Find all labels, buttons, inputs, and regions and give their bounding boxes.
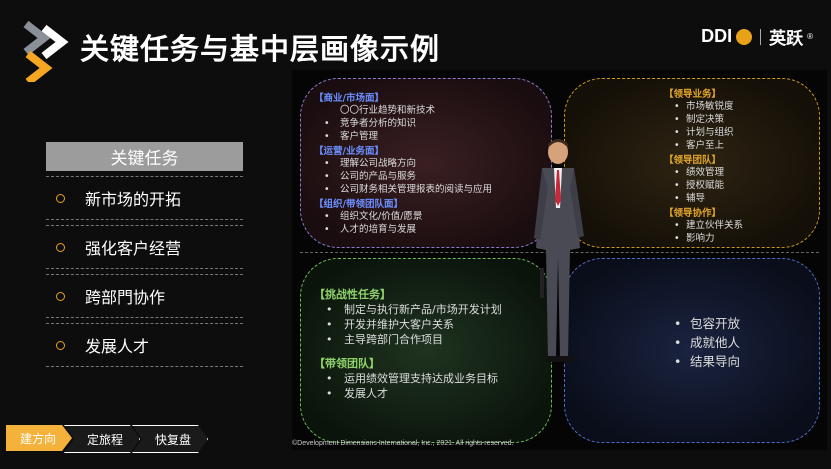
logo-cn-text: 英跃 xyxy=(769,29,804,48)
list-item: 开发并维护大客户关系 xyxy=(314,317,502,332)
logo-divider xyxy=(760,28,762,45)
experience-quadrant xyxy=(300,258,552,443)
circle-bullet-icon xyxy=(56,340,65,350)
list-item: 发展人才 xyxy=(46,323,243,367)
list-item: 市场敏锐度 xyxy=(674,100,743,113)
list-item: 客户管理 xyxy=(314,130,492,143)
traits-text: 包容开放 成就他人 结果导向 xyxy=(674,314,740,371)
list-item: 运用绩效管理支持达成业务目标 xyxy=(314,371,502,386)
list-item: 成就他人 xyxy=(674,333,740,352)
task-label: 跨部門协作 xyxy=(85,288,166,307)
list-item: 发展人才 xyxy=(314,386,502,401)
list-item: 公司财务相关管理报表的阅读与应用 xyxy=(314,183,492,196)
list-item: 制定与执行新产品/市场开发计划 xyxy=(314,302,502,317)
list-item: 公司的产品与服务 xyxy=(314,170,492,183)
list-item: 主导跨部门合作项目 xyxy=(314,332,502,347)
section-heading: 【运营/业务面】 xyxy=(314,146,384,157)
section-heading: 【带领团队】 xyxy=(314,357,380,370)
list-item: 新市场的开拓 xyxy=(46,176,243,220)
task-label: 发展人才 xyxy=(85,337,150,356)
list-item: 计划与组织 xyxy=(674,126,743,139)
logo-ddi-text: DDI xyxy=(701,26,733,46)
task-label: 强化客户经营 xyxy=(85,239,182,258)
businessman-illustration xyxy=(534,139,584,362)
section-heading: 【领导团队】 xyxy=(664,155,722,166)
list-item: 客户至上 xyxy=(674,139,743,152)
section-heading: 【领导协作】 xyxy=(664,208,722,219)
task-label: 新市场的开拓 xyxy=(85,190,182,209)
section-heading: 【领导业务】 xyxy=(664,89,722,100)
page-title: 关键任务与基中层画像示例 xyxy=(80,32,441,66)
list-item: 绩效管理 xyxy=(674,166,743,179)
list-item: 包容开放 xyxy=(674,314,740,333)
profile-panel: 【商业/市场面】 〇〇行业趋势和新技术 竞争者分析的知识 客户管理 【运营/业务… xyxy=(292,70,827,450)
nav-step-journey[interactable]: 定旅程 xyxy=(64,425,140,453)
list-item: 组织文化/价值/愿景 xyxy=(314,210,492,223)
list-item: 跨部門协作 xyxy=(46,274,243,318)
key-tasks-header: 关键任务 xyxy=(46,142,243,171)
list-item: 结果导向 xyxy=(674,352,740,371)
list-item: 影响力 xyxy=(674,232,743,245)
circle-bullet-icon xyxy=(56,242,65,252)
list-item: 建立伙伴关系 xyxy=(674,219,743,232)
chevron-logo-icon xyxy=(23,20,69,82)
section-heading: 【组织/带领团队面】 xyxy=(314,199,403,210)
experience-text: 【挑战性任务】 制定与执行新产品/市场开发计划 开发并维护大客户关系 主导跨部门… xyxy=(314,286,502,401)
list-item: 〇〇行业趋势和新技术 xyxy=(340,105,436,116)
nav-step-direction[interactable]: 建方向 xyxy=(6,425,72,451)
list-item: 授权赋能 xyxy=(674,179,743,192)
process-nav: 建方向 定旅程 快复盘 xyxy=(6,425,200,453)
brand-logo: DDI 英跃 ® xyxy=(701,24,813,49)
key-tasks-list: 关键任务 新市场的开拓 强化客户经营 跨部門协作 发展人才 xyxy=(46,142,243,367)
list-item: 理解公司战略方向 xyxy=(314,157,492,170)
list-item: 辅导 xyxy=(674,192,743,205)
competency-text: 【领导业务】 市场敏锐度 制定决策 计划与组织 客户至上 【领导团队】 绩效管理… xyxy=(664,86,743,245)
nav-step-review[interactable]: 快复盘 xyxy=(132,425,208,453)
section-heading: 【商业/市场面】 xyxy=(314,93,384,104)
knowledge-text: 【商业/市场面】 〇〇行业趋势和新技术 竞争者分析的知识 客户管理 【运营/业务… xyxy=(314,90,492,236)
circle-bullet-icon xyxy=(56,291,65,301)
globe-icon xyxy=(736,28,753,45)
list-item: 强化客户经营 xyxy=(46,225,243,269)
list-item: 人才的培育与发展 xyxy=(314,223,492,236)
list-item: 竞争者分析的知识 xyxy=(314,117,492,130)
list-item: 制定决策 xyxy=(674,113,743,126)
logo-registered: ® xyxy=(807,32,813,41)
circle-bullet-icon xyxy=(56,193,65,203)
section-heading: 【挑战性任务】 xyxy=(314,288,391,301)
copyright-text: ©Development Dimensions International, I… xyxy=(292,440,514,447)
